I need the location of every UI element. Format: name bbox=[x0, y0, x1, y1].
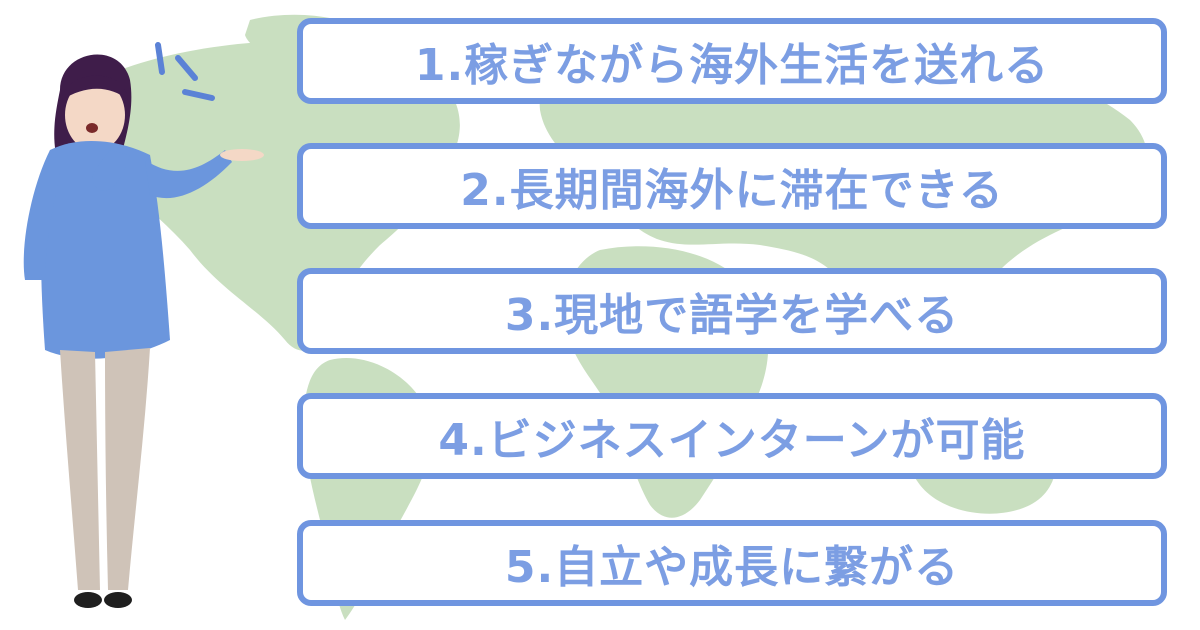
north-america-shape bbox=[92, 40, 460, 351]
point-text-3: 3.現地で語学を学べる bbox=[504, 290, 960, 341]
pants bbox=[60, 350, 100, 590]
point-text-5: 5.自立や成長に繋がる bbox=[504, 542, 960, 593]
face bbox=[65, 79, 125, 151]
point-card-5: 5.自立や成長に繋がる bbox=[297, 520, 1167, 606]
point-card-1: 1.稼ぎながら海外生活を送れる bbox=[297, 18, 1167, 104]
point-text-1: 1.稼ぎながら海外生活を送れる bbox=[414, 40, 1050, 91]
sweater bbox=[41, 140, 171, 359]
point-text-4: 4.ビジネスインターンが可能 bbox=[438, 415, 1026, 466]
point-text-2: 2.長期間海外に滞在できる bbox=[460, 165, 1004, 216]
point-card-4: 4.ビジネスインターンが可能 bbox=[297, 393, 1167, 479]
surprise-lines-icon bbox=[155, 42, 215, 101]
point-card-2: 2.長期間海外に滞在できる bbox=[297, 143, 1167, 229]
woman-illustration bbox=[23, 42, 264, 608]
point-card-3: 3.現地で語学を学べる bbox=[297, 268, 1167, 354]
